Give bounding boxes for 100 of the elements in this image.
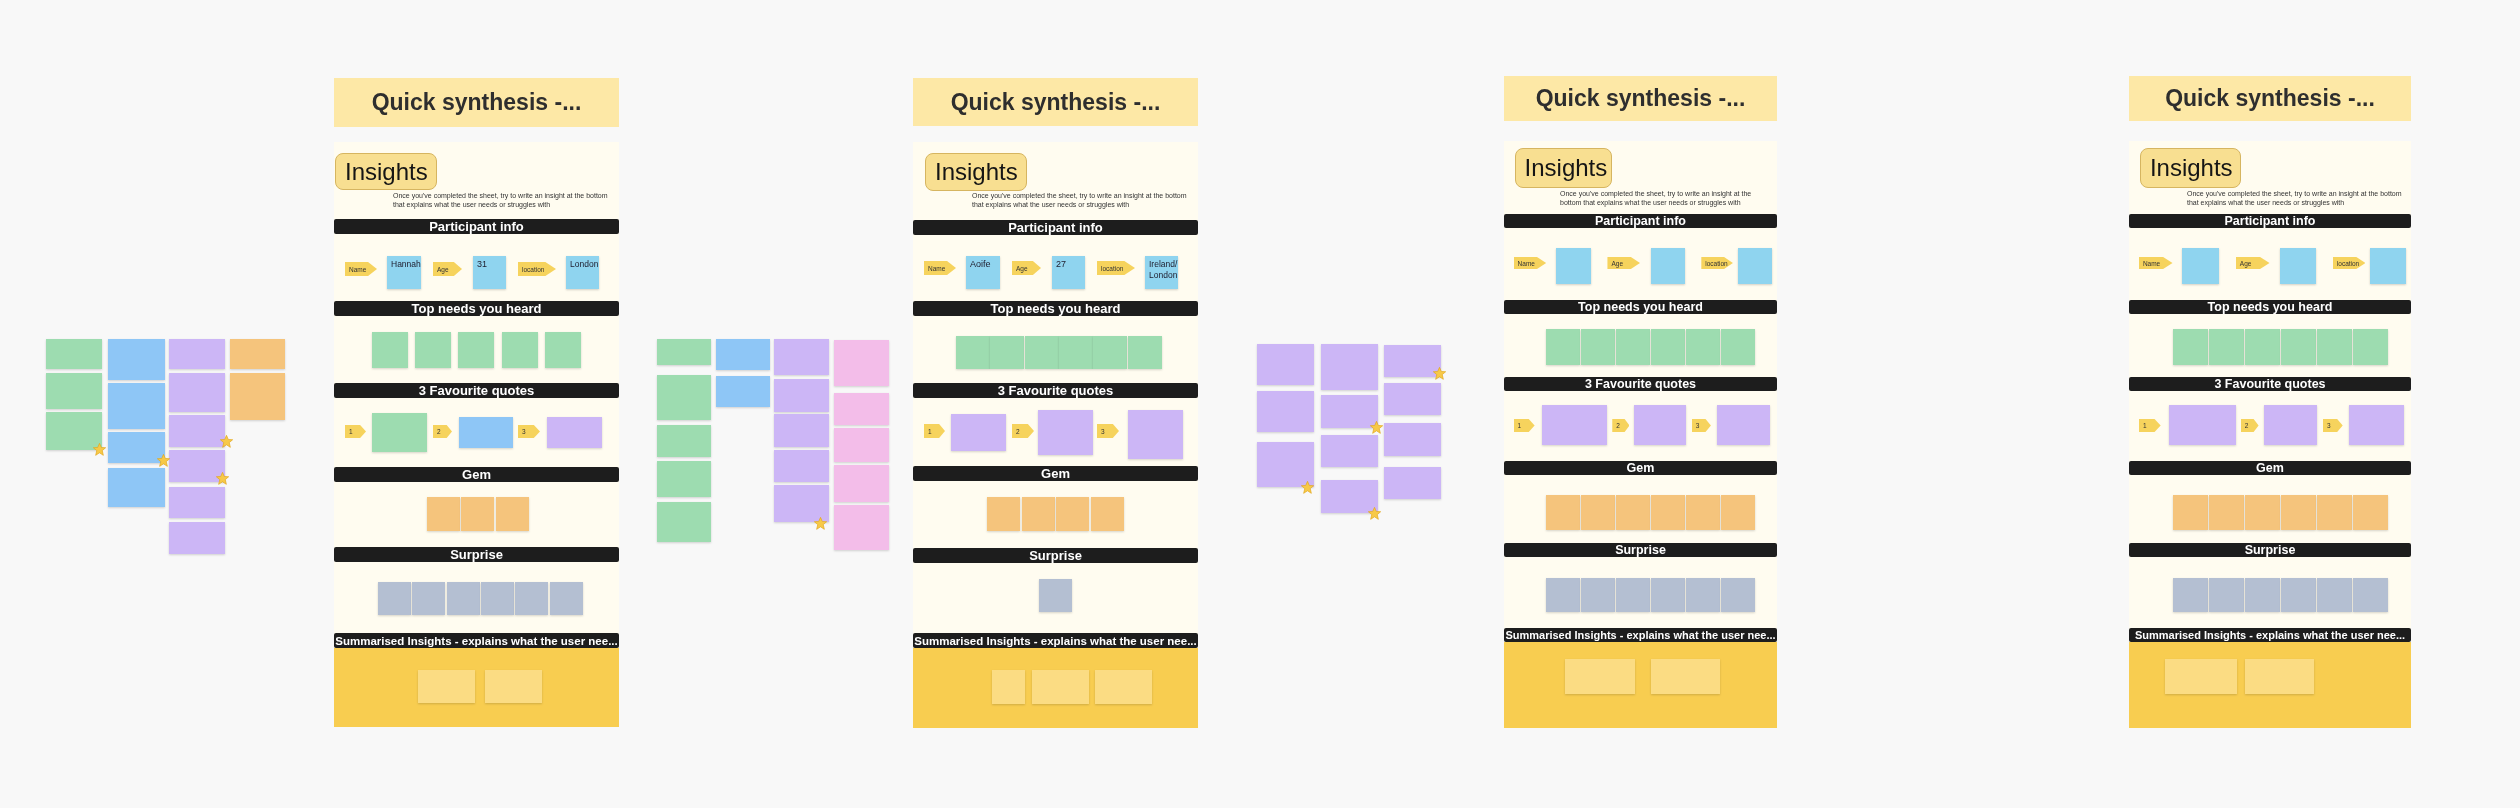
sticky-note <box>1581 495 1616 530</box>
sticky-note <box>2168 405 2236 445</box>
section-header: Participant info <box>1504 214 1777 228</box>
section-header: Gem <box>334 467 619 482</box>
sticky-note <box>2172 495 2208 530</box>
sticky-note <box>1542 405 1608 445</box>
sticky-note <box>1321 480 1378 513</box>
sticky-note <box>1634 405 1686 445</box>
sticky-note <box>1716 405 1771 445</box>
sticky-note <box>2280 248 2316 284</box>
sticky-note <box>951 414 1006 451</box>
sticky-note <box>1024 336 1059 369</box>
sticky-note <box>46 339 102 369</box>
sticky-note <box>1565 659 1636 694</box>
sticky-note <box>2370 248 2407 284</box>
sticky-note <box>496 497 529 531</box>
sticky-note <box>2208 578 2244 612</box>
sticky-note <box>1650 248 1685 284</box>
sticky-note <box>1384 345 1441 377</box>
sticky-note <box>1321 435 1378 467</box>
sticky-note <box>657 461 711 497</box>
sticky-note <box>169 339 225 369</box>
sticky-note <box>1257 442 1314 487</box>
summary-panel <box>334 648 619 727</box>
summary-panel <box>1504 642 1777 728</box>
sticky-note <box>1128 410 1183 459</box>
sticky-note <box>447 582 480 615</box>
sticky-note <box>108 468 165 507</box>
sticky-note <box>834 340 889 386</box>
section-header: 3 Favourite quotes <box>1504 377 1777 391</box>
sticky-note <box>774 450 829 482</box>
sticky-note <box>2263 405 2317 445</box>
sticky-note <box>774 485 829 522</box>
sticky-note <box>1038 410 1093 455</box>
section-header: Surprise <box>913 548 1198 563</box>
section-header: Top needs you heard <box>913 301 1198 316</box>
sticky-note <box>990 336 1025 369</box>
sticky-note <box>418 670 475 703</box>
sticky-note <box>515 582 548 615</box>
sticky-note <box>1032 670 1089 704</box>
sticky-note: Aoife <box>966 256 1000 289</box>
sticky-note <box>1616 578 1651 612</box>
sticky-note <box>1546 578 1581 612</box>
board-panel <box>1504 141 1777 728</box>
sticky-note <box>1581 329 1616 365</box>
section-header: Participant info <box>2129 214 2411 228</box>
section-header: 3 Favourite quotes <box>334 383 619 398</box>
sticky-note <box>2280 495 2316 530</box>
sticky-note <box>2172 578 2208 612</box>
sticky-note <box>2244 659 2314 694</box>
sticky-note <box>481 582 514 615</box>
sticky-note <box>2348 405 2405 445</box>
section-header: Summarised Insights - explains what the user nee... <box>1504 628 1777 642</box>
title-banner: Quick synthesis -... <box>913 78 1198 126</box>
sticky-note <box>378 582 411 615</box>
section-header: 3 Favourite quotes <box>913 383 1198 398</box>
sticky-note: 31 <box>473 256 506 289</box>
sticky-note <box>834 505 889 550</box>
sticky-note <box>412 582 445 615</box>
sticky-note <box>657 375 711 420</box>
sticky-note <box>485 670 542 703</box>
sticky-note <box>2280 578 2316 612</box>
board-panel <box>334 142 619 727</box>
sticky-note <box>2182 248 2220 284</box>
sticky-note <box>1091 497 1124 531</box>
sticky-note <box>1616 495 1651 530</box>
sticky-note <box>2353 495 2389 530</box>
sticky-note <box>1095 670 1152 704</box>
summary-panel <box>2129 642 2411 728</box>
section-header: Summarised Insights - explains what the user nee... <box>913 633 1198 648</box>
sticky-note <box>1616 329 1651 365</box>
sticky-note <box>2353 578 2389 612</box>
sticky-note <box>1321 395 1378 428</box>
sticky-note <box>1581 578 1616 612</box>
sticky-note <box>1321 344 1378 390</box>
sticky-note <box>1058 336 1093 369</box>
sticky-note <box>1384 467 1441 499</box>
sticky-note <box>2244 578 2280 612</box>
sticky-note <box>2317 495 2353 530</box>
sticky-note <box>169 415 225 447</box>
sticky-note <box>956 336 990 369</box>
sticky-note <box>774 414 829 447</box>
section-header: Surprise <box>2129 543 2411 557</box>
sticky-note <box>2208 495 2244 530</box>
sticky-note <box>1546 495 1581 530</box>
sticky-note <box>230 373 285 420</box>
sticky-note <box>2172 329 2208 365</box>
sticky-note <box>1039 579 1072 612</box>
section-header: Participant info <box>913 220 1198 235</box>
sticky-note <box>1127 336 1162 369</box>
sticky-note <box>657 425 711 457</box>
board-panel <box>913 142 1198 728</box>
sticky-note <box>2317 329 2353 365</box>
sticky-note <box>1720 495 1755 530</box>
sticky-note <box>1720 329 1755 365</box>
sticky-note <box>46 373 102 409</box>
sticky-note <box>169 487 225 518</box>
sticky-note: 27 <box>1052 256 1085 289</box>
sticky-note <box>169 522 225 554</box>
board-panel <box>2129 141 2411 728</box>
